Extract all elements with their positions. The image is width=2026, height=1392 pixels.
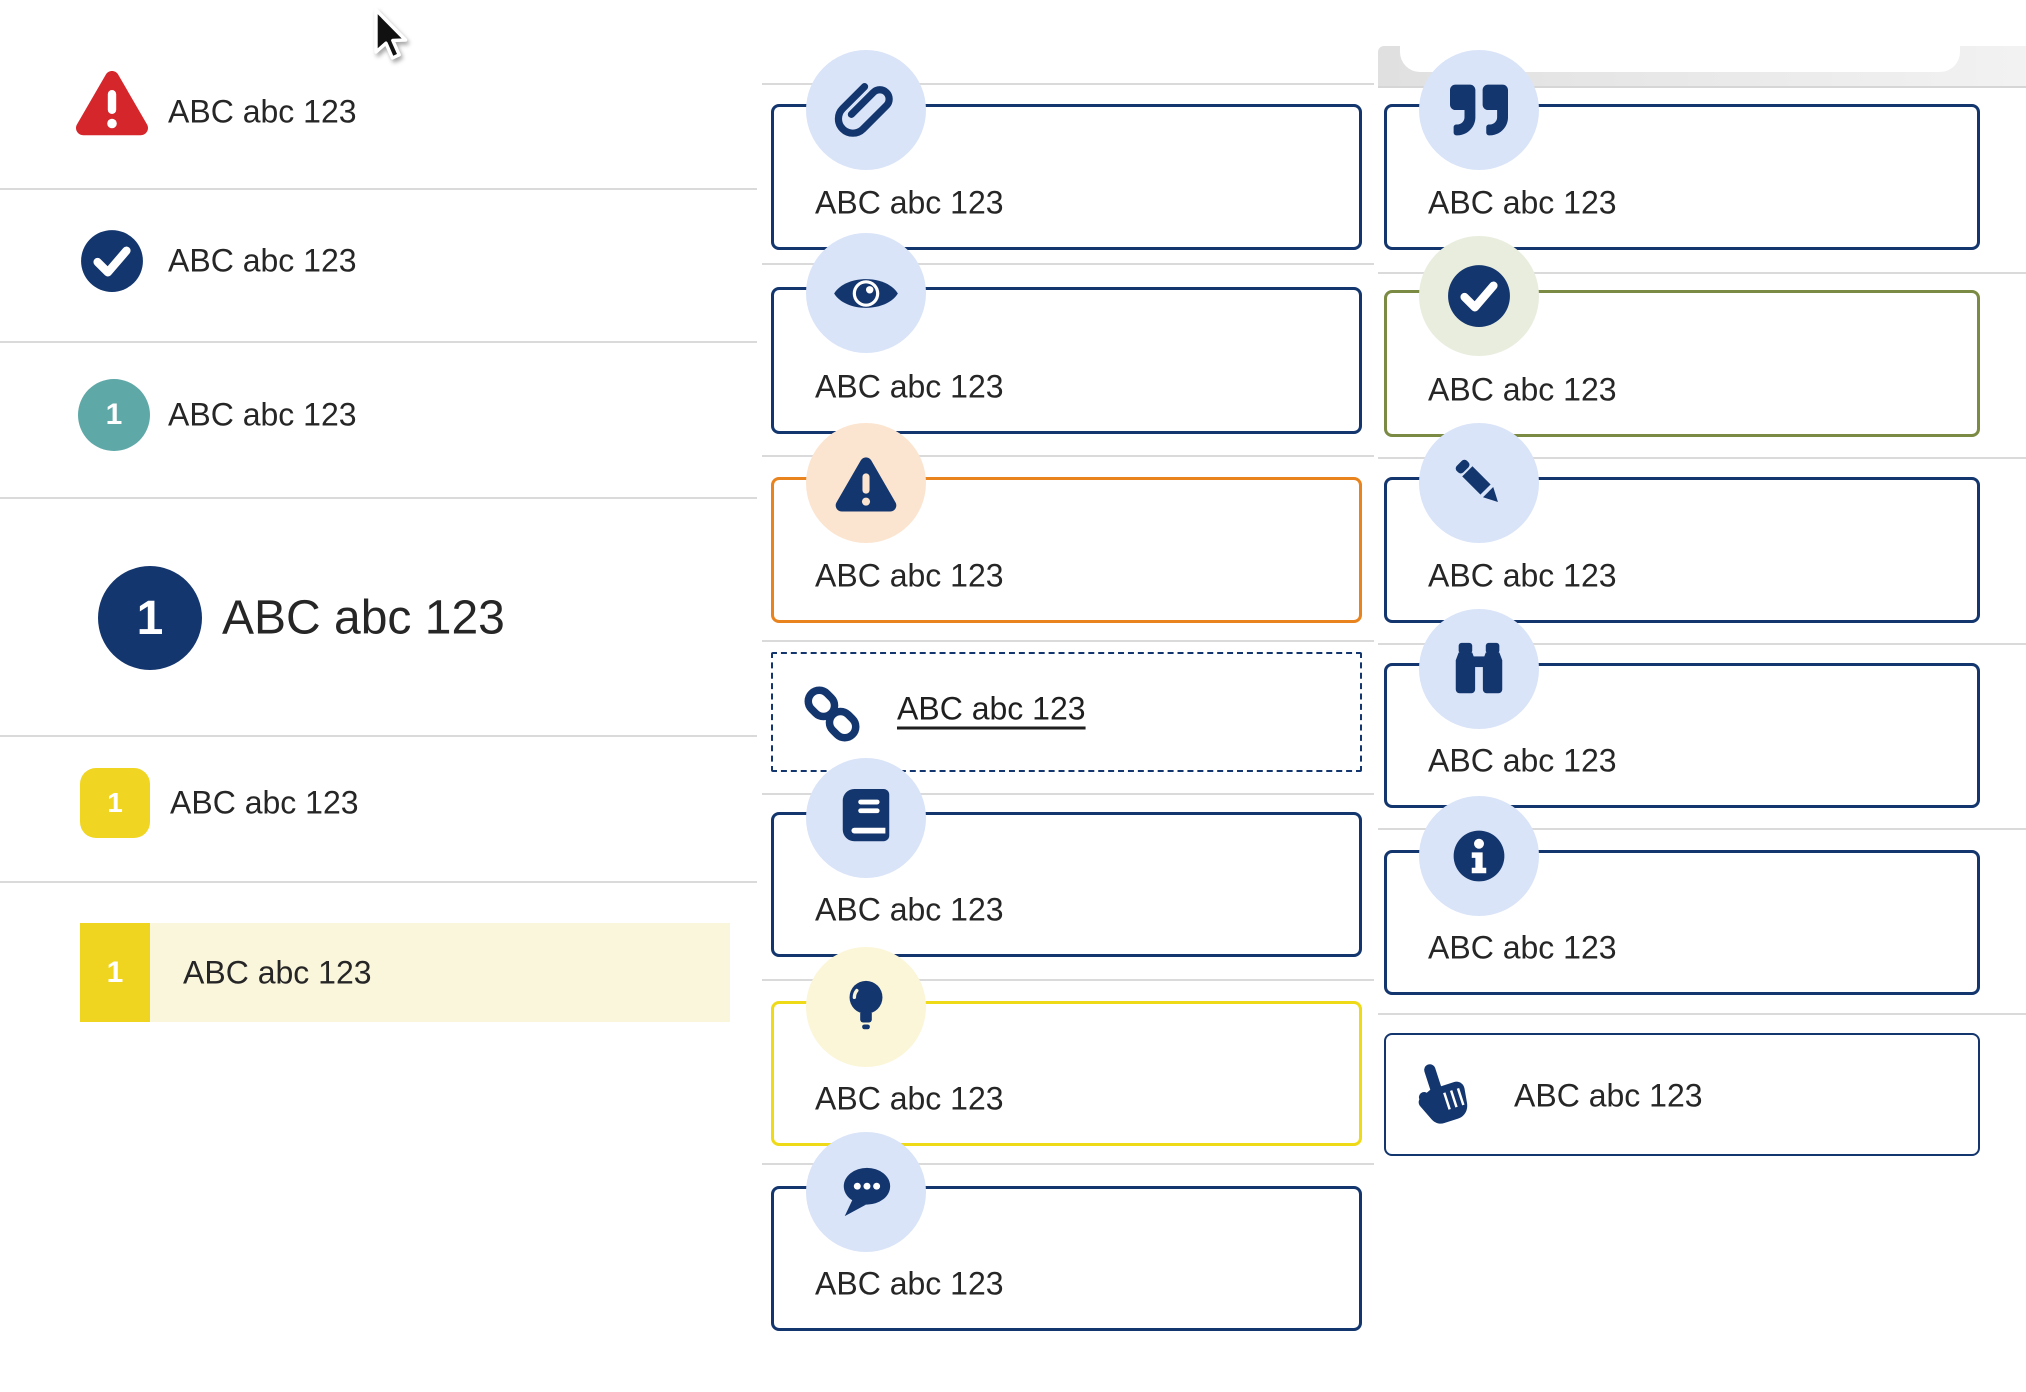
separator <box>1378 643 2026 645</box>
check-circle-icon <box>79 228 145 294</box>
separator <box>762 640 1374 642</box>
divider <box>0 188 757 190</box>
separator <box>762 455 1374 457</box>
separator <box>762 793 1374 795</box>
callout-label: ABC abc 123 <box>1428 929 1617 966</box>
badge-number: 1 <box>136 591 164 645</box>
callout-label: ABC abc 123 <box>815 557 1004 594</box>
list-item-label: ABC abc 123 <box>168 242 357 279</box>
lightbulb-icon <box>835 976 897 1038</box>
quote-badge <box>1419 50 1539 170</box>
separator <box>762 979 1374 981</box>
separator <box>762 1163 1374 1165</box>
callout-label: ABC abc 123 <box>1428 742 1617 779</box>
callout-link-label[interactable]: ABC abc 123 <box>897 690 1086 727</box>
binoculars-badge <box>1419 609 1539 729</box>
list-item-label: ABC abc 123 <box>168 93 357 130</box>
number-badge-navy-large: 1 <box>98 566 202 670</box>
lightbulb-badge <box>806 947 926 1067</box>
speech-bubble-badge <box>806 1132 926 1252</box>
eye-badge <box>806 233 926 353</box>
badge-number: 1 <box>105 398 123 431</box>
link-icon <box>800 682 864 746</box>
warning-badge <box>806 423 926 543</box>
badge-number: 1 <box>106 955 124 989</box>
separator <box>1378 457 2026 459</box>
callout-label: ABC abc 123 <box>815 184 1004 221</box>
number-badge-yellow-tab: 1 <box>80 923 150 1022</box>
badge-number: 1 <box>107 787 123 818</box>
separator <box>1378 272 2026 274</box>
alert-triangle-icon <box>74 67 150 137</box>
callout-link[interactable]: ABC abc 123 <box>771 652 1362 772</box>
paperclip-badge <box>806 50 926 170</box>
list-item-step-large[interactable]: 1 ABC abc 123 <box>0 540 757 700</box>
callout-label: ABC abc 123 <box>815 891 1004 928</box>
callout-preview: ABC abc 123 <box>771 287 1362 434</box>
list-item-step-teal[interactable]: 1 ABC abc 123 <box>0 365 757 475</box>
book-badge <box>806 758 926 878</box>
list-item-alert[interactable]: ABC abc 123 <box>0 60 757 170</box>
list-item-step-highlighted[interactable]: 1 ABC abc 123 <box>80 923 730 1022</box>
hand-pointer-icon <box>1408 1060 1474 1132</box>
divider <box>0 881 757 883</box>
binoculars-icon <box>1448 638 1510 700</box>
number-badge-yellow: 1 <box>80 768 150 838</box>
cursor-arrow-icon <box>366 6 414 66</box>
check-badge <box>1419 236 1539 356</box>
callout-label: ABC abc 123 <box>815 368 1004 405</box>
divider <box>0 341 757 343</box>
callout-label: ABC abc 123 <box>1428 371 1617 408</box>
list-item-label: ABC abc 123 <box>222 591 505 645</box>
callout-label: ABC abc 123 <box>1428 557 1617 594</box>
divider <box>0 497 757 499</box>
number-badge-teal: 1 <box>78 379 150 451</box>
warning-triangle-icon <box>834 454 898 513</box>
callout-action: ABC abc 123 <box>1384 1033 1980 1156</box>
info-badge <box>1419 796 1539 916</box>
check-circle-icon <box>1446 263 1512 329</box>
list-item-step-yellow[interactable]: 1 ABC abc 123 <box>0 750 757 860</box>
list-item-label: ABC abc 123 <box>168 396 357 433</box>
callout-label: ABC abc 123 <box>1514 1077 1703 1114</box>
speech-bubble-icon <box>835 1163 897 1221</box>
list-item-done[interactable]: ABC abc 123 <box>0 210 757 320</box>
callout-label: ABC abc 123 <box>1428 184 1617 221</box>
info-icon <box>1450 827 1508 885</box>
callout-label: ABC abc 123 <box>815 1080 1004 1117</box>
separator <box>1378 1013 2026 1015</box>
pencil-badge <box>1419 423 1539 543</box>
book-icon <box>835 787 897 849</box>
divider <box>0 735 757 737</box>
callout-label: ABC abc 123 <box>815 1265 1004 1302</box>
paperclip-icon <box>833 77 899 143</box>
list-item-label: ABC abc 123 <box>170 784 359 821</box>
separator <box>762 263 1374 265</box>
pencil-icon <box>1446 450 1512 516</box>
eye-icon <box>832 270 900 317</box>
list-item-label: ABC abc 123 <box>183 954 372 991</box>
quote-icon <box>1450 81 1508 139</box>
separator <box>1378 828 2026 830</box>
separator <box>762 83 1374 85</box>
